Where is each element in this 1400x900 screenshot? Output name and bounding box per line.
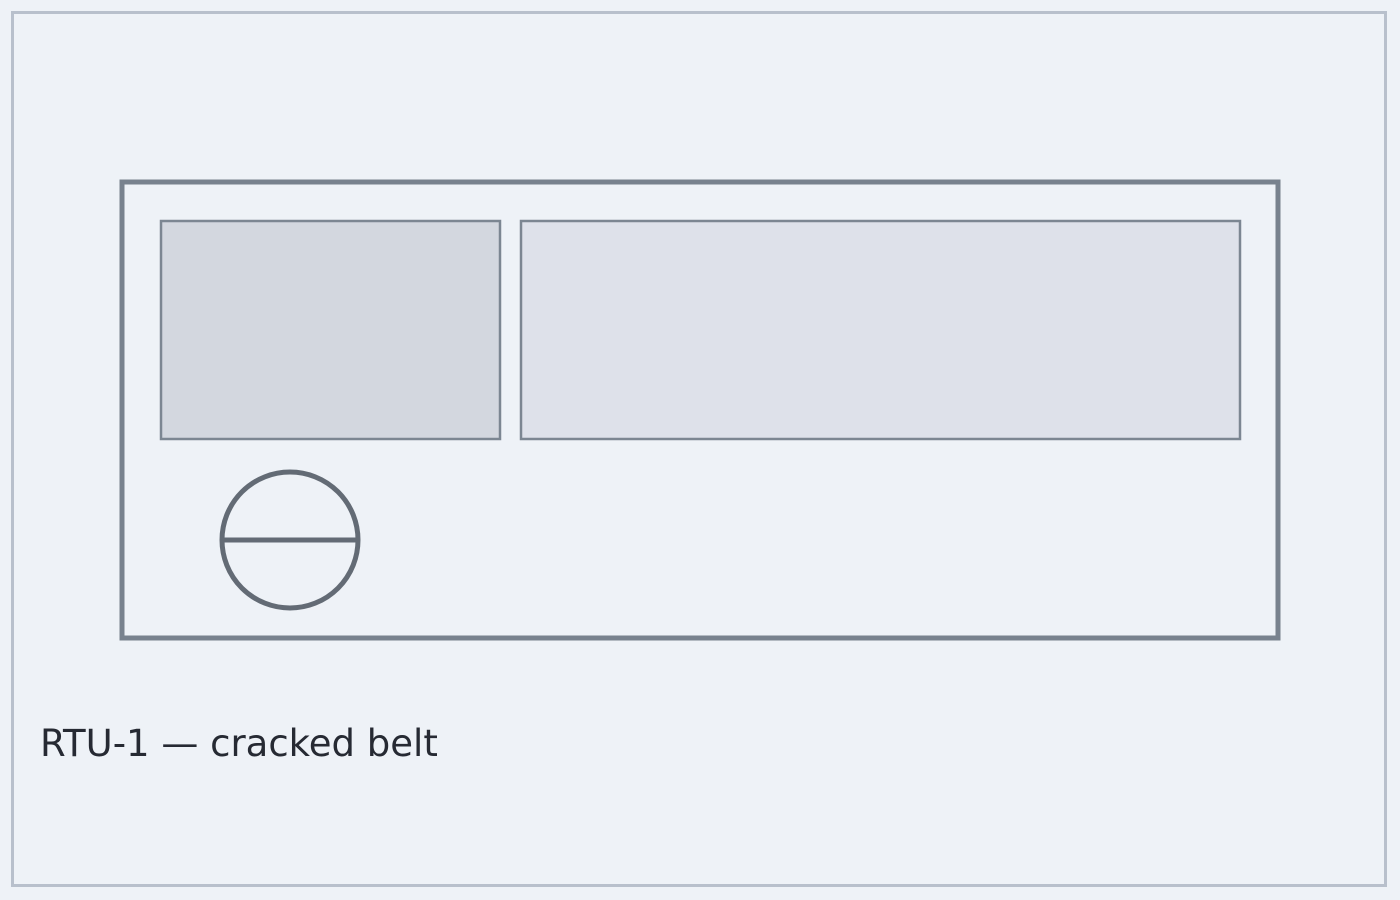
- fan-symbol: [219, 469, 361, 611]
- rtu-left-panel: [159, 219, 502, 441]
- rtu-unit-housing: [119, 179, 1281, 641]
- outer-frame: [11, 11, 1387, 887]
- figure-caption: RTU-1 — cracked belt: [40, 722, 438, 765]
- rtu-right-panel: [519, 219, 1242, 441]
